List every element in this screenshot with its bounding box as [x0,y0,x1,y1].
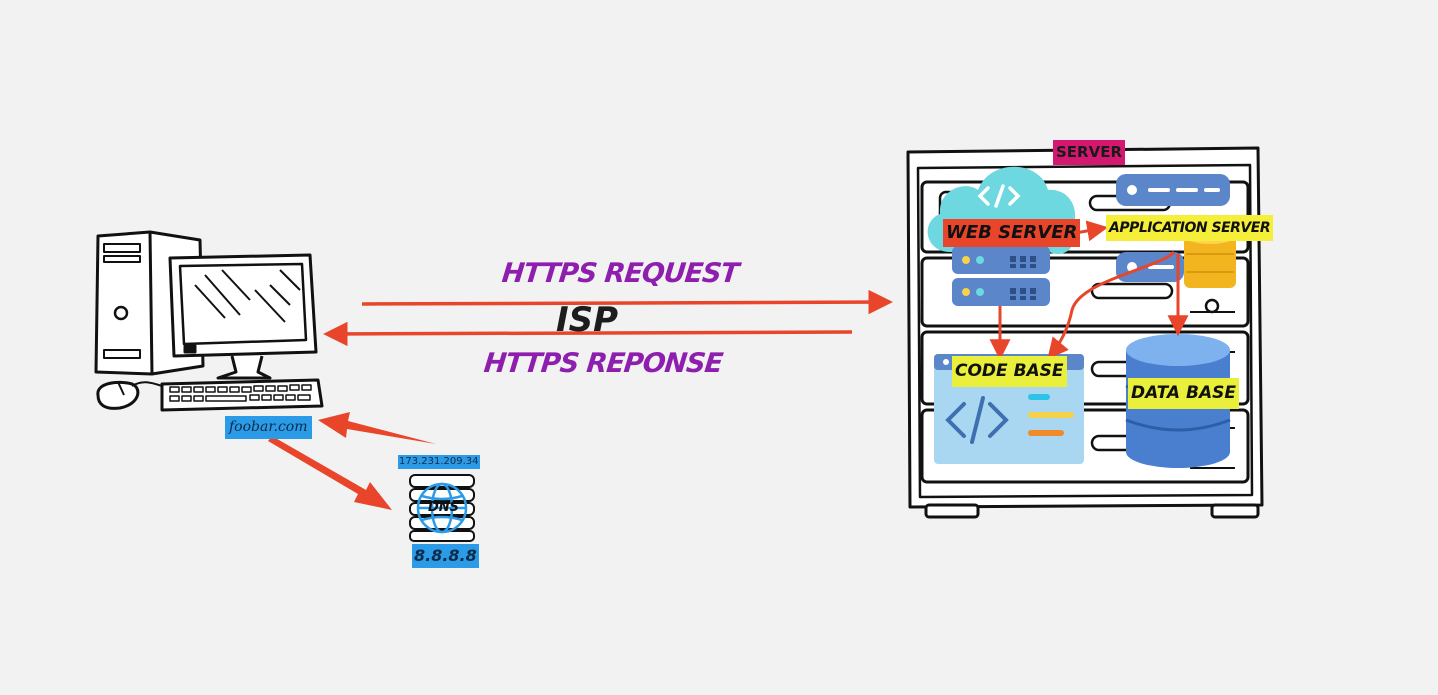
dns-label: DNS [428,500,460,515]
desktop-computer-icon [94,230,324,412]
isp-label: ISP [556,300,619,340]
dns-ip-label: 8.8.8.8 [412,544,479,568]
server-stack-icon [952,246,1050,306]
https-request-arrow [361,289,893,315]
code-base-label: CODE BASE [952,356,1067,387]
dns-response-arrow [318,412,436,444]
globe-icon [416,482,468,534]
dns-query-arrow [268,436,392,510]
server-tag: SERVER [1053,140,1126,165]
application-server-label: APPLICATION SERVER [1106,215,1274,241]
domain-label: foobar.com [225,416,312,439]
https-response-arrow [323,321,853,347]
https-response-label: HTTPS REPONSE [482,348,724,379]
https-request-label: HTTPS REQUEST [500,258,740,289]
app-to-code-arrow [1047,250,1176,360]
data-base-label: DATA BASE [1128,378,1239,409]
resolved-ip-label: 173.231.209.34 [398,455,480,469]
server-stack-icon [1116,174,1230,282]
web-server-label: WEB SERVER [943,219,1081,247]
